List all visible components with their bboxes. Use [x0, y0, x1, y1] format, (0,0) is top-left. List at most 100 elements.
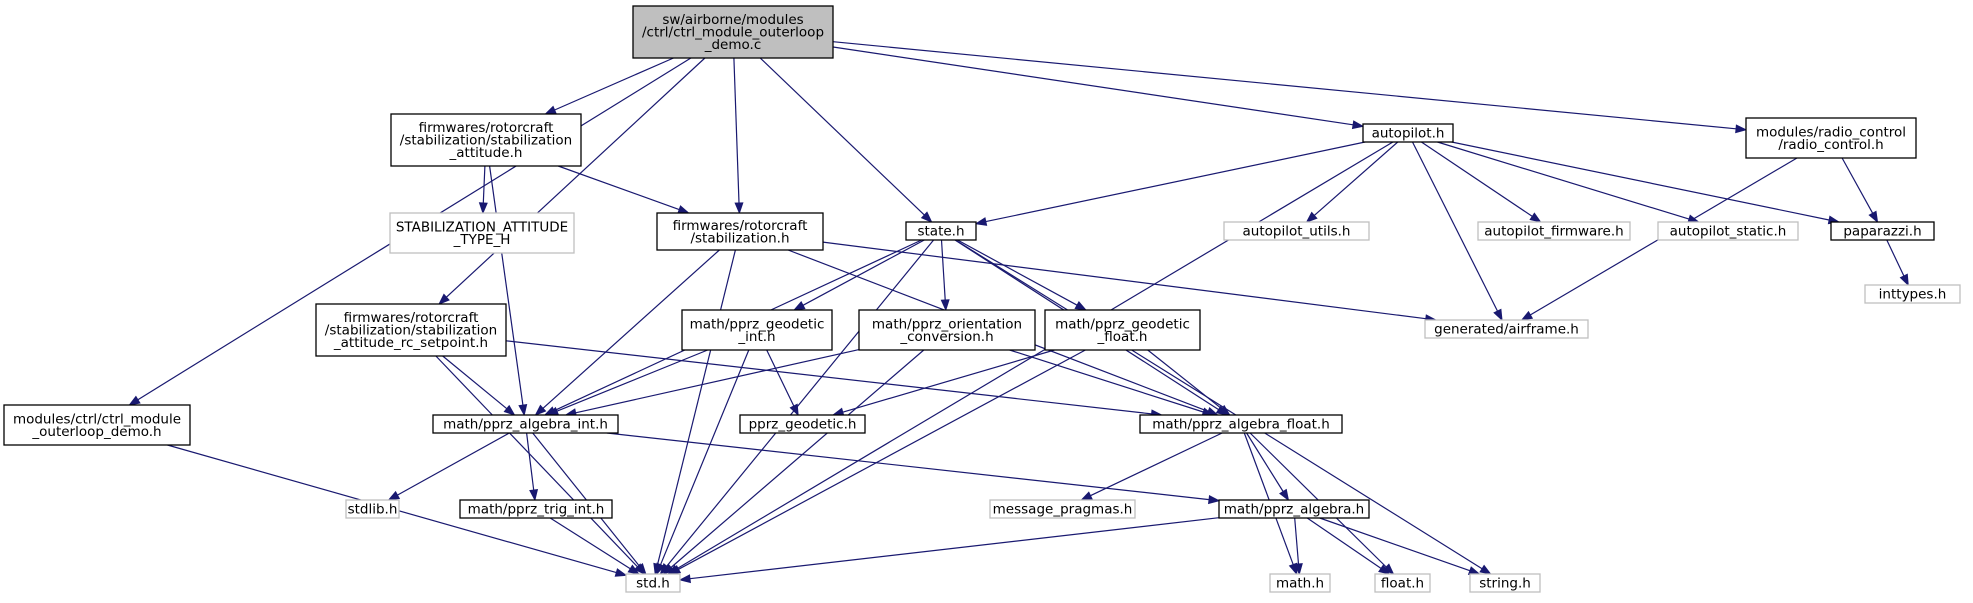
- edge-line: [1886, 239, 1905, 277]
- node-ap_fw: autopilot_firmware.h: [1477, 221, 1631, 241]
- node-paparazzi[interactable]: paparazzi.h: [1830, 221, 1935, 241]
- edge-state-to-string: [955, 239, 1492, 575]
- node-label: modules/radio_control: [1756, 124, 1906, 140]
- node-box: [459, 499, 613, 519]
- node-label: /stabilization/stabilization: [325, 323, 497, 339]
- node-box: [315, 303, 507, 357]
- node-stab_rc[interactable]: firmwares/rotorcraft/stabilization/stabi…: [315, 303, 507, 357]
- node-state[interactable]: state.h: [905, 221, 977, 241]
- arrowhead-icon: [534, 404, 547, 416]
- edge-line: [832, 46, 1354, 126]
- nodes-layer: sw/airborne/modules/ctrl/ctrl_module_out…: [3, 5, 1961, 593]
- edge-line: [842, 349, 1055, 413]
- node-label: _TYPE_H: [453, 232, 511, 248]
- node-box: [432, 414, 619, 434]
- node-label: firmwares/rotorcraft: [673, 218, 808, 234]
- node-alg[interactable]: math/pprz_algebra.h: [1218, 499, 1370, 519]
- node-orient[interactable]: math/pprz_orientation_conversion.h: [858, 309, 1036, 351]
- node-box: [989, 499, 1136, 519]
- node-stab[interactable]: firmwares/rotorcraft/stabilization.h: [656, 212, 824, 251]
- node-alg_float[interactable]: math/pprz_algebra_float.h: [1139, 414, 1343, 434]
- node-math: math.h: [1269, 573, 1331, 593]
- node-geo_float[interactable]: math/pprz_geodetic_float.h: [1044, 309, 1201, 351]
- edge-root-to-stab: [733, 57, 744, 215]
- edge-line: [957, 239, 1078, 306]
- node-box: [905, 221, 977, 241]
- arrowhead-icon: [128, 395, 141, 406]
- edge-line: [445, 57, 706, 298]
- node-msgprag: message_pragmas.h: [989, 499, 1136, 519]
- node-box: [3, 404, 191, 446]
- node-box: [1864, 284, 1961, 304]
- edge-alg-to-math: [1293, 517, 1303, 576]
- edge-line: [1147, 349, 1223, 410]
- edge-line: [575, 349, 860, 414]
- arrowhead-icon: [974, 217, 988, 226]
- node-box: [1139, 414, 1343, 434]
- edge-alg_int-to-alg: [606, 432, 1221, 505]
- edge-state-to-orient: [940, 239, 950, 312]
- node-alg_int[interactable]: math/pprz_algebra_int.h: [432, 414, 619, 434]
- edge-line: [1246, 432, 1284, 492]
- node-box: [625, 573, 681, 593]
- edge-line: [557, 165, 680, 211]
- node-box: [390, 113, 582, 167]
- edge-line: [1306, 517, 1382, 569]
- edge-autopilot-to-ap_fw: [1421, 141, 1542, 223]
- node-geo[interactable]: pprz_geodetic.h: [739, 414, 866, 434]
- node-label: modules/ctrl/ctrl_module: [13, 411, 181, 427]
- edge-paparazzi-to-inttypes: [1886, 239, 1909, 287]
- edge-trig-to-std: [549, 517, 640, 575]
- node-stab_type: STABILIZATION_ATTITUDE_TYPE_H: [389, 212, 575, 254]
- edge-alg_int-to-trig: [526, 432, 539, 502]
- edge-line: [940, 239, 946, 301]
- node-radio[interactable]: modules/radio_control/radio_control.h: [1745, 117, 1917, 159]
- arrowhead-icon: [920, 211, 933, 223]
- node-root[interactable]: sw/airborne/modules/ctrl/ctrl_module_out…: [632, 5, 834, 59]
- node-label: math/pprz_geodetic: [690, 316, 825, 332]
- node-label: _float.h: [1097, 329, 1148, 345]
- arrowhead-icon: [503, 404, 516, 416]
- edge-line: [666, 239, 935, 567]
- node-outerloop_h[interactable]: modules/ctrl/ctrl_module_outerloop_demo.…: [3, 404, 191, 446]
- edge-line: [482, 165, 486, 204]
- node-box: [1469, 573, 1541, 593]
- edge-line: [526, 432, 535, 491]
- edge-line: [1841, 157, 1874, 214]
- node-label: math/pprz_algebra.h: [1224, 502, 1364, 518]
- edge-stab-to-alg_int: [534, 249, 720, 416]
- edge-line: [678, 349, 1086, 570]
- arrowhead-icon: [1735, 124, 1748, 134]
- edge-line: [1451, 141, 1830, 221]
- node-label: /stabilization/stabilization: [400, 133, 572, 149]
- node-label: STABILIZATION_ATTITUDE: [396, 219, 568, 235]
- arrowhead-icon: [1493, 308, 1503, 322]
- arrowhead-icon: [1208, 495, 1221, 505]
- arrowhead-icon: [438, 293, 450, 305]
- node-box: [681, 309, 833, 351]
- node-autopilot[interactable]: autopilot.h: [1362, 123, 1454, 143]
- node-box: [1269, 573, 1331, 593]
- arrowhead-icon: [789, 403, 799, 417]
- node-trig[interactable]: math/pprz_trig_int.h: [459, 499, 613, 519]
- arrowhead-icon: [1305, 211, 1318, 223]
- node-stab_att[interactable]: firmwares/rotorcraft/stabilization/stabi…: [390, 113, 582, 167]
- edge-line: [1319, 517, 1471, 572]
- node-label: autopilot_static.h: [1670, 224, 1787, 240]
- node-label: float.h: [1381, 576, 1424, 592]
- node-box: [858, 309, 1036, 351]
- arrowhead-icon: [1293, 563, 1303, 576]
- node-airframe: generated/airframe.h: [1424, 319, 1589, 339]
- arrowhead-icon: [614, 568, 628, 577]
- edge-line: [442, 355, 508, 410]
- node-label: message_pragmas.h: [993, 502, 1133, 518]
- arrowhead-icon: [518, 404, 528, 417]
- node-label: /radio_control.h: [1778, 137, 1883, 153]
- edge-state-to-geo_int: [792, 239, 925, 311]
- node-geo_int[interactable]: math/pprz_geodetic_int.h: [681, 309, 833, 351]
- node-label: math.h: [1276, 576, 1324, 592]
- arrowhead-icon: [1529, 212, 1542, 223]
- arrowhead-icon: [678, 574, 691, 584]
- node-label: firmwares/rotorcraft: [344, 310, 479, 326]
